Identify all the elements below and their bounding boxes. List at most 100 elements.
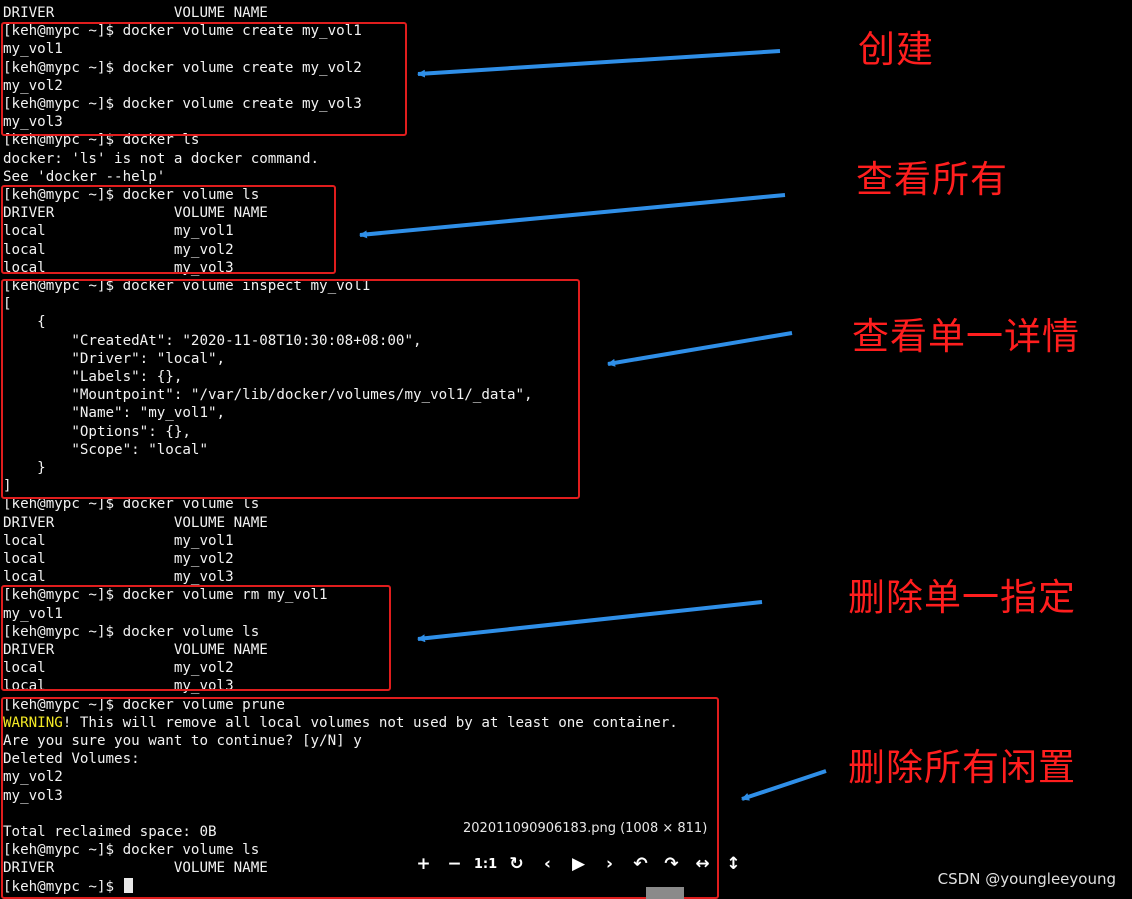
terminal-line-text: ] <box>3 478 12 495</box>
image-filename-label: 202011090906183.png (1008 × 811) <box>463 821 708 836</box>
arrow-remove <box>417 600 763 643</box>
terminal-line: my_vol1 <box>3 40 63 58</box>
terminal-line-text: my_vol3 <box>3 114 63 131</box>
terminal-line: my_vol3 <box>3 787 63 805</box>
terminal-line: local my_vol2 <box>3 659 234 677</box>
terminal-line: "Options": {}, <box>3 423 191 441</box>
terminal-line-text: [keh@mypc ~]$ docker volume create my_vo… <box>3 96 362 112</box>
terminal-line-text: "Mountpoint": "/var/lib/docker/volumes/m… <box>3 387 533 404</box>
terminal-line: docker: 'ls' is not a docker command. <box>3 150 319 168</box>
terminal-line: DRIVER VOLUME NAME <box>3 859 268 877</box>
annotation-inspect: 查看单一详情 <box>852 315 1080 358</box>
terminal-line: "Scope": "local" <box>3 441 208 459</box>
terminal-line-text: [keh@mypc ~]$ docker volume ls <box>3 496 260 513</box>
terminal-line: local my_vol1 <box>3 222 234 240</box>
terminal-line-text: Deleted Volumes: <box>3 751 140 768</box>
terminal-line-text: [keh@mypc ~]$ docker volume ls <box>3 623 260 640</box>
warning-message: ! This will remove all local volumes not… <box>62 714 678 731</box>
zoom-out-icon[interactable]: − <box>447 854 462 874</box>
terminal-line-text: my_vol3 <box>3 787 63 804</box>
terminal-line: [keh@mypc ~]$ <box>3 877 133 896</box>
terminal-line: "Mountpoint": "/var/lib/docker/volumes/m… <box>3 386 533 404</box>
terminal-line: [ <box>3 295 12 313</box>
terminal-line-text: [keh@mypc ~]$ <box>3 878 123 895</box>
terminal-line: [keh@mypc ~]$ docker volume prune <box>3 696 285 714</box>
annotation-prune: 删除所有闲置 <box>848 746 1076 789</box>
previous-icon[interactable]: ‹ <box>543 854 551 874</box>
terminal-line-text: "Labels": {}, <box>3 369 183 385</box>
terminal-line-text: [keh@mypc ~]$ docker volume inspect my_v… <box>3 278 371 294</box>
highlight-box-inspect <box>1 279 580 499</box>
highlight-box-list-all <box>1 185 336 274</box>
terminal-line: Total reclaimed space: 0B <box>3 823 217 841</box>
reset-icon[interactable]: ↻ <box>509 854 524 874</box>
terminal-line-text: "Name": "my_vol1", <box>3 405 226 422</box>
terminal-line: WARNING! This will remove all local volu… <box>3 714 678 732</box>
terminal-line-text: DRIVER VOLUME NAME <box>3 5 268 21</box>
terminal-line-text: See 'docker --help' <box>3 168 166 185</box>
highlight-box-create <box>1 22 407 136</box>
terminal-line: [keh@mypc ~]$ docker ls <box>3 131 199 149</box>
terminal-cursor <box>123 877 133 893</box>
terminal-line: } <box>3 459 46 477</box>
terminal-line: [keh@mypc ~]$ docker volume ls <box>3 186 259 204</box>
arrow-create <box>417 49 781 78</box>
terminal-line: DRIVER VOLUME NAME <box>3 4 268 22</box>
terminal-line: [keh@mypc ~]$ docker volume ls <box>3 495 259 513</box>
terminal-line: [keh@mypc ~]$ docker volume ls <box>3 623 259 641</box>
terminal-line-text: [keh@mypc ~]$ docker volume create my_vo… <box>3 59 362 76</box>
terminal-line-text: } <box>3 460 46 476</box>
terminal-line-text: "CreatedAt": "2020-11-08T10:30:08+08:00"… <box>3 332 422 349</box>
terminal-line: [keh@mypc ~]$ docker volume ls <box>3 841 259 859</box>
terminal-line-text: [ <box>3 296 12 313</box>
terminal-line: "Labels": {}, <box>3 368 182 386</box>
terminal-line-text: DRIVER VOLUME NAME <box>3 860 268 877</box>
terminal-line: [keh@mypc ~]$ docker volume create my_vo… <box>3 95 362 113</box>
warning-label: WARNING <box>3 714 63 731</box>
terminal-line-text: "Driver": "local", <box>3 350 226 367</box>
actual-size-icon[interactable]: 1:1 <box>473 856 498 872</box>
highlight-box-prune <box>1 697 719 899</box>
flip-horizontal-icon[interactable]: ↔ <box>695 854 710 874</box>
watermark: CSDN @youngleeyoung <box>937 870 1116 888</box>
terminal-line: "Name": "my_vol1", <box>3 404 225 422</box>
rotate-left-icon[interactable]: ↶ <box>633 854 648 874</box>
terminal-line-text: DRIVER VOLUME NAME <box>3 205 268 222</box>
terminal-line: [keh@mypc ~]$ docker volume inspect my_v… <box>3 277 370 295</box>
terminal-line-text: local my_vol3 <box>3 569 234 586</box>
terminal-line: [keh@mypc ~]$ docker volume rm my_vol1 <box>3 586 328 604</box>
terminal-line-text: local my_vol1 <box>3 532 234 549</box>
terminal-line-text: my_vol2 <box>3 77 63 94</box>
terminal-line: my_vol2 <box>3 77 63 95</box>
terminal-line-text: "Options": {}, <box>3 423 191 440</box>
terminal-line: local my_vol2 <box>3 550 234 568</box>
terminal-line-text: Total reclaimed space: 0B <box>3 824 217 840</box>
scrollbar-thumb[interactable] <box>646 887 684 899</box>
terminal-line: DRIVER VOLUME NAME <box>3 514 268 532</box>
terminal-line-text: { <box>3 314 46 331</box>
terminal-line-text: local my_vol2 <box>3 660 234 677</box>
terminal-line: my_vol1 <box>3 605 63 623</box>
terminal-line-text: local my_vol2 <box>3 551 234 567</box>
terminal-line-text: my_vol2 <box>3 769 63 786</box>
terminal-line: DRIVER VOLUME NAME <box>3 204 268 222</box>
zoom-in-icon[interactable]: + <box>416 854 431 874</box>
terminal-line-text: local my_vol3 <box>3 259 234 276</box>
arrow-prune <box>741 769 827 801</box>
terminal-line: local my_vol2 <box>3 241 234 259</box>
terminal-line-text: [keh@mypc ~]$ docker volume ls <box>3 842 260 859</box>
terminal-line: local my_vol3 <box>3 568 234 586</box>
terminal-line: "Driver": "local", <box>3 350 225 368</box>
flip-vertical-icon[interactable]: ↕ <box>726 854 741 874</box>
terminal-line-text: docker: 'ls' is not a docker command. <box>3 150 320 167</box>
annotation-list-all: 查看所有 <box>856 158 1008 201</box>
next-icon[interactable]: › <box>605 854 613 874</box>
terminal-line-text: my_vol1 <box>3 605 63 622</box>
arrow-list-all <box>359 193 786 239</box>
terminal-line: local my_vol3 <box>3 259 234 277</box>
play-icon[interactable]: ▶ <box>571 854 586 874</box>
terminal-line: See 'docker --help' <box>3 168 165 186</box>
rotate-right-icon[interactable]: ↷ <box>664 854 679 874</box>
